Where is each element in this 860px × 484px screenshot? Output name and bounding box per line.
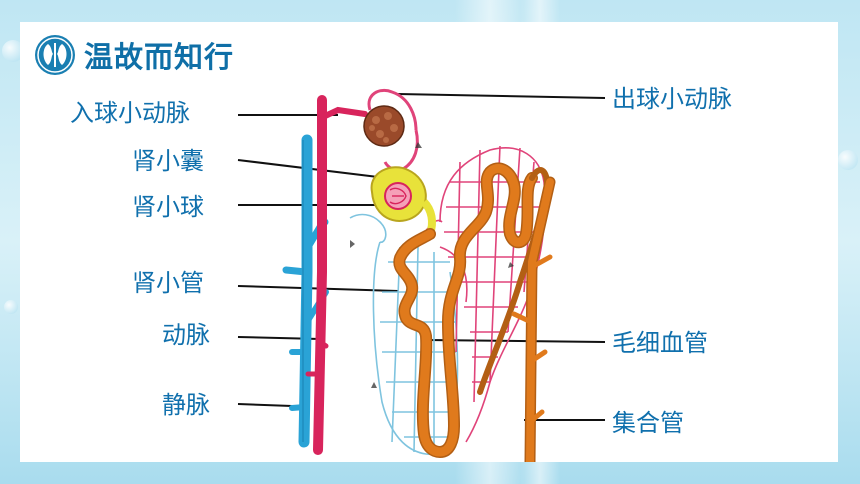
label-glomerulus: 肾小球 <box>132 193 204 221</box>
page-title: 温故而知行 <box>84 40 235 74</box>
content-card: 温故而知行 入球小动脉 肾小囊 肾小球 肾小管 动脉 静脉 出球小动脉 毛细血管… <box>20 22 838 462</box>
nephron-diagram <box>237 88 606 462</box>
kidney-logo-icon <box>35 35 75 75</box>
background-bubble <box>838 150 858 170</box>
background-bubble <box>2 40 24 62</box>
label-capillaries: 毛细血管 <box>612 329 708 357</box>
glomerulus-knot <box>363 105 405 147</box>
label-collecting-duct: 集合管 <box>612 409 684 437</box>
label-artery: 动脉 <box>162 321 210 349</box>
leader-line-vein <box>237 403 293 407</box>
bowmans-capsule-shape <box>370 166 436 236</box>
label-bowmans-capsule: 肾小囊 <box>132 147 204 175</box>
artery-vessel <box>305 95 368 455</box>
label-renal-tubule: 肾小管 <box>132 269 204 297</box>
label-afferent-arteriole: 入球小动脉 <box>70 99 190 127</box>
label-efferent-arteriole: 出球小动脉 <box>612 85 732 113</box>
background-bubble <box>4 300 18 314</box>
collecting-duct-shape <box>511 176 556 462</box>
title-bar: 温故而知行 <box>34 30 234 80</box>
label-vein: 静脉 <box>162 391 210 419</box>
leader-line-efferent-arteriole <box>397 93 606 99</box>
flow-arrows <box>350 142 514 388</box>
